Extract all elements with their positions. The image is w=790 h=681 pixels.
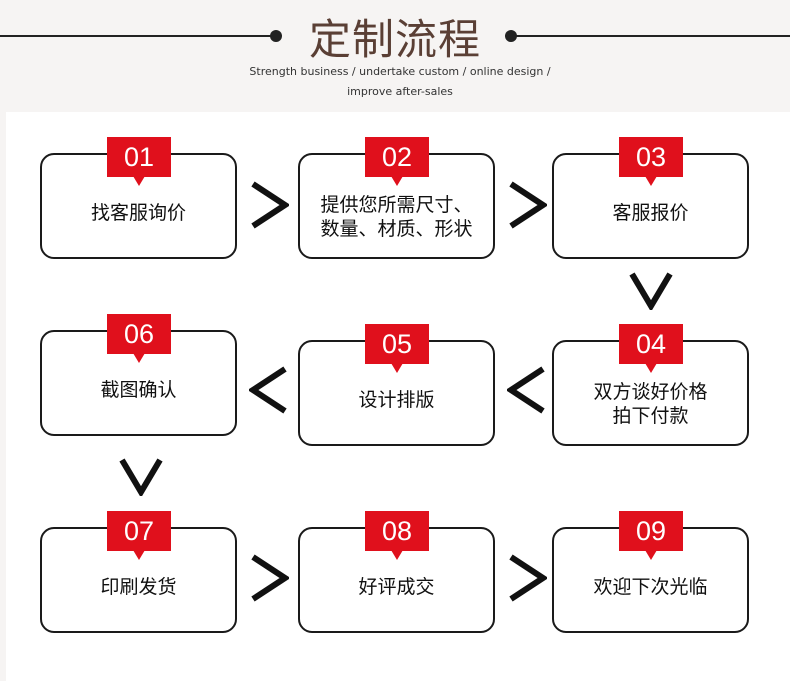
step-04: 04 双方谈好价格 拍下付款	[552, 324, 749, 446]
chevron-right-icon	[507, 180, 547, 230]
step-label: 印刷发货	[100, 576, 177, 598]
step-number-badge: 05	[365, 324, 429, 373]
step-number-badge: 04	[619, 324, 683, 373]
header-dot-right	[505, 30, 517, 42]
step-08: 08 好评成交	[298, 511, 495, 633]
step-label: 双方谈好价格 拍下付款	[593, 381, 708, 427]
subtitle-line-2: improve after-sales	[347, 85, 453, 98]
step-01: 01 找客服询价	[40, 137, 237, 259]
page-title: 定制流程	[308, 15, 481, 64]
step-number-badge: 08	[365, 511, 429, 560]
chevron-down-icon	[628, 270, 674, 310]
chevron-left-icon	[249, 365, 289, 415]
header-divider-right	[512, 35, 790, 37]
step-number-badge: 02	[365, 137, 429, 186]
chevron-right-icon	[249, 180, 289, 230]
step-label: 客服报价	[612, 202, 689, 224]
step-label: 好评成交	[358, 576, 435, 598]
step-label: 找客服询价	[90, 202, 186, 224]
step-label: 提供您所需尺寸、 数量、材质、形状	[320, 194, 473, 240]
step-number-badge: 03	[619, 137, 683, 186]
chevron-right-icon	[507, 553, 547, 603]
step-07: 07 印刷发货	[40, 511, 237, 633]
step-03: 03 客服报价	[552, 137, 749, 259]
chevron-left-icon	[507, 365, 547, 415]
chevron-down-icon	[118, 456, 164, 496]
step-label: 设计排版	[358, 389, 435, 411]
page-subtitle: Strength business / undertake custom / o…	[240, 62, 560, 102]
header-dot-left	[270, 30, 282, 42]
step-02: 02 提供您所需尺寸、 数量、材质、形状	[298, 137, 495, 259]
step-label: 欢迎下次光临	[593, 576, 708, 598]
step-06: 06 截图确认	[40, 314, 237, 436]
header: 定制流程 Strength business / undertake custo…	[0, 0, 790, 112]
step-number-badge: 07	[107, 511, 171, 560]
step-05: 05 设计排版	[298, 324, 495, 446]
header-divider-left	[0, 35, 272, 37]
step-label: 截图确认	[100, 379, 177, 401]
step-09: 09 欢迎下次光临	[552, 511, 749, 633]
subtitle-line-1: Strength business / undertake custom / o…	[249, 65, 551, 78]
chevron-right-icon	[249, 553, 289, 603]
step-number-badge: 01	[107, 137, 171, 186]
step-number-badge: 06	[107, 314, 171, 363]
step-number-badge: 09	[619, 511, 683, 560]
